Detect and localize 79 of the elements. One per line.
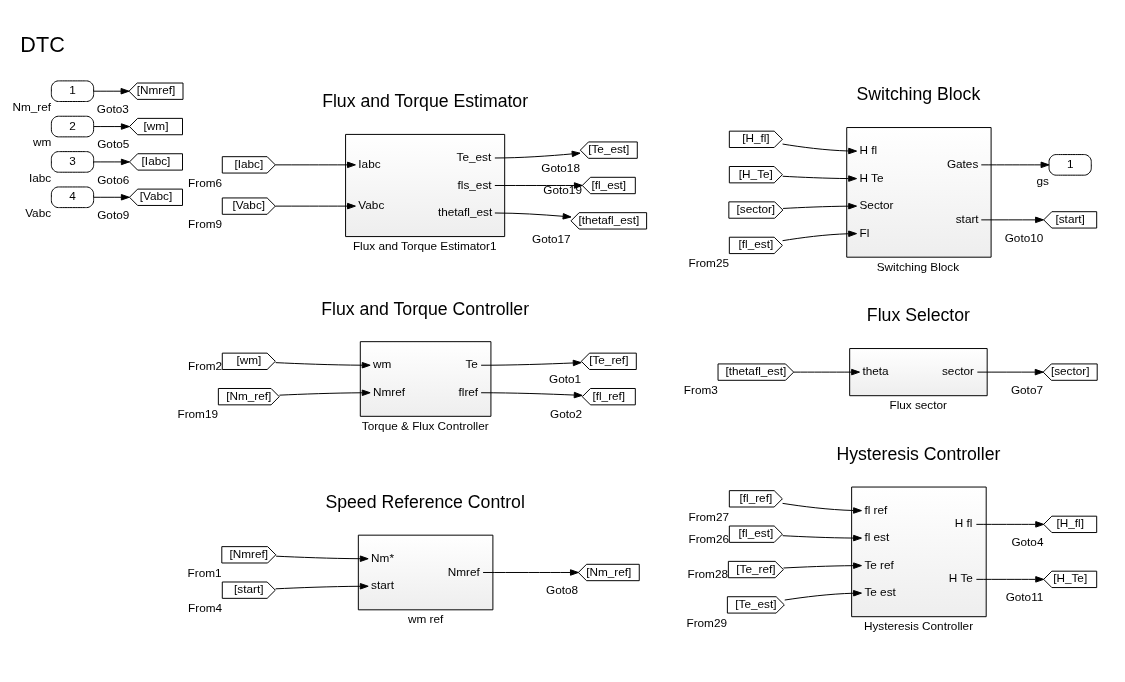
node-label: From28 — [687, 567, 729, 581]
arrow — [975, 521, 1045, 528]
arrow — [93, 194, 130, 201]
node-label: From9 — [188, 216, 223, 230]
arrow — [274, 161, 356, 169]
arrow — [93, 123, 130, 130]
label: Hysteresis Controller — [836, 443, 1001, 464]
node-box: 3 — [50, 151, 95, 173]
node-label: Vabc — [25, 206, 52, 220]
label: Speed Reference Control — [325, 492, 525, 513]
node-label: Goto4 — [1011, 535, 1044, 549]
node-label: From29 — [686, 615, 728, 629]
arrow — [480, 359, 582, 367]
node-label: Goto9 — [97, 207, 130, 221]
node-label: Nm_ref — [12, 99, 52, 113]
node-label: From1 — [187, 565, 222, 579]
arrow — [275, 361, 371, 369]
diagram-title: DTC — [20, 32, 65, 58]
node-label: Torque & Flux Controller — [361, 418, 489, 432]
arrow — [782, 175, 858, 182]
arrow — [980, 216, 1044, 224]
node-label: gs — [1036, 173, 1049, 187]
arrow — [494, 150, 581, 159]
label: Switching Block — [856, 84, 981, 105]
node-label: From6 — [188, 175, 223, 189]
node-label: Goto8 — [546, 583, 579, 597]
node-label: Hysteresis Controller — [863, 619, 974, 633]
node-label: From25 — [688, 256, 729, 270]
arrow — [480, 391, 583, 399]
node-label: Goto17 — [532, 231, 571, 245]
node-label: From4 — [188, 600, 223, 614]
arrow — [782, 143, 858, 155]
arrow — [482, 569, 579, 576]
node-label: From19 — [177, 407, 219, 421]
arrow — [975, 576, 1045, 583]
node-box: 1 — [50, 80, 95, 102]
arrow — [793, 368, 860, 376]
arrow — [274, 202, 356, 210]
arrow — [494, 182, 583, 189]
label: Flux Selector — [866, 305, 970, 326]
node-label: Goto5 — [97, 137, 130, 151]
label: Flux and Torque Estimator — [322, 91, 529, 112]
node-label: wm — [32, 135, 52, 149]
node-label: From3 — [683, 382, 718, 396]
arrow — [976, 368, 1044, 376]
arrow — [782, 230, 858, 242]
node-label: Goto3 — [96, 101, 129, 115]
arrow — [93, 87, 130, 95]
arrow — [275, 583, 369, 590]
node-label: Flux and Torque Estimator1 — [352, 238, 497, 252]
arrow — [782, 202, 858, 210]
node-label: Goto1 — [549, 372, 582, 386]
node-box: 4 — [50, 186, 95, 209]
label: Flux and Torque Controller — [321, 298, 530, 319]
arrow — [784, 590, 862, 601]
arrow — [275, 555, 369, 562]
node-label: Goto10 — [1004, 230, 1044, 244]
node-label: Goto2 — [550, 407, 583, 421]
node-label: Goto7 — [1010, 382, 1043, 396]
node-label: Goto11 — [1005, 590, 1044, 604]
node-label: From2 — [188, 359, 223, 373]
arrow — [93, 158, 130, 166]
arrow — [278, 389, 371, 396]
arrow — [782, 502, 862, 514]
node-label: wm ref — [407, 612, 444, 626]
node-box: 1 — [1048, 154, 1092, 176]
node-label: Switching Block — [876, 259, 960, 273]
node-label: Goto6 — [97, 172, 130, 186]
arrow — [494, 212, 572, 220]
node-label: Goto19 — [543, 183, 582, 197]
node-label: From26 — [688, 532, 729, 546]
node-label: From27 — [688, 509, 729, 523]
node-label: Flux sector — [889, 398, 947, 412]
node-box: 2 — [50, 115, 95, 138]
arrow — [782, 534, 862, 542]
node-label: Iabc — [28, 170, 52, 184]
arrow — [980, 161, 1050, 169]
arrow — [783, 562, 862, 569]
node-label: Goto18 — [541, 160, 580, 174]
